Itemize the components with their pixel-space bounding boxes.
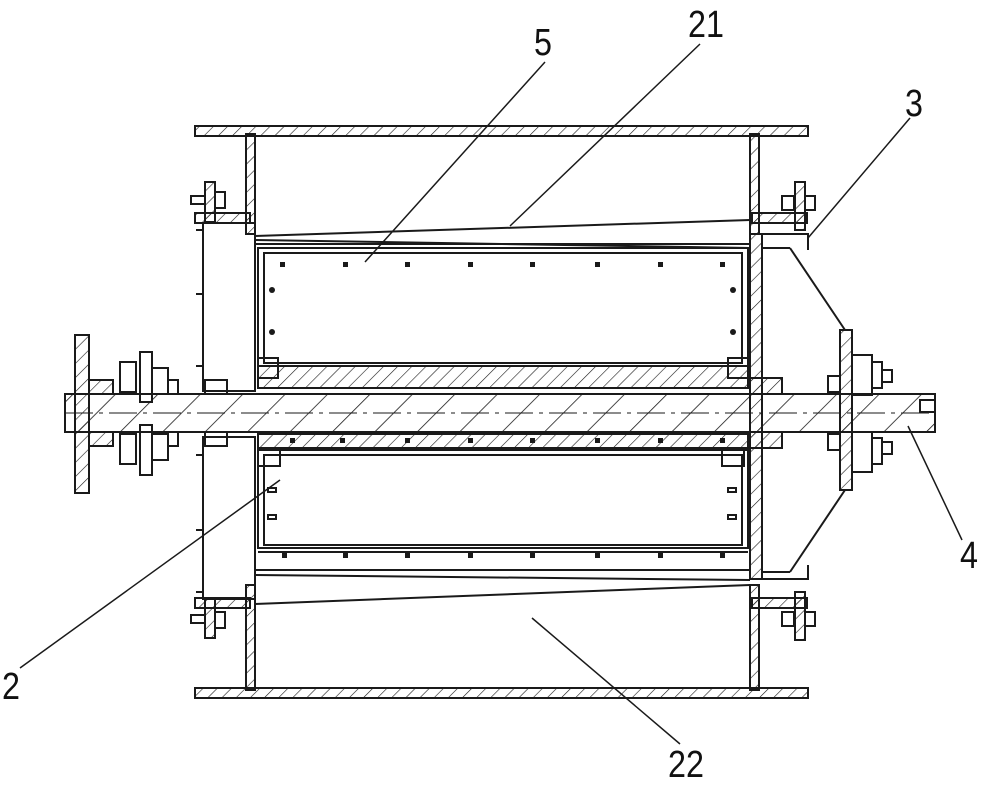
label-part-3: 3 bbox=[905, 85, 923, 123]
lower-drum bbox=[258, 450, 748, 558]
upper-cone-21 bbox=[255, 220, 750, 248]
label-part-5: 5 bbox=[534, 24, 552, 62]
lower-inner-sleeve bbox=[258, 434, 748, 448]
label-part-21: 21 bbox=[688, 6, 724, 44]
lower-left-flange bbox=[191, 598, 250, 638]
housing-top-wall bbox=[195, 126, 808, 234]
upper-drum-5 bbox=[258, 248, 748, 366]
main-shaft-4 bbox=[65, 394, 935, 432]
lower-cone-22 bbox=[255, 570, 750, 604]
upper-right-flange bbox=[752, 182, 815, 230]
label-part-2: 2 bbox=[2, 668, 20, 706]
lower-right-flange bbox=[752, 592, 815, 640]
label-part-22: 22 bbox=[668, 746, 704, 784]
upper-left-flange bbox=[191, 182, 250, 223]
label-part-4: 4 bbox=[960, 537, 978, 575]
